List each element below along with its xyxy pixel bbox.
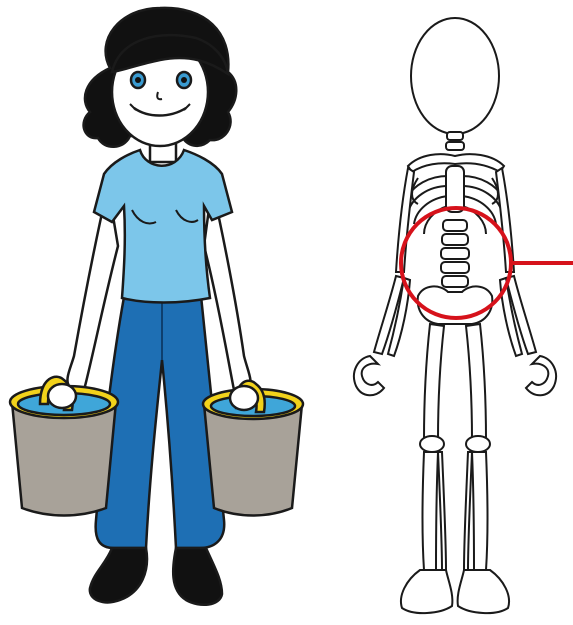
left-shoe <box>90 548 147 602</box>
left-leg-bones <box>401 324 452 613</box>
cervical-spine <box>446 132 464 150</box>
skeleton-figure <box>354 18 556 613</box>
left-hand-bones <box>354 356 384 395</box>
right-foot-bones <box>458 570 509 613</box>
lumbar-spine <box>441 220 469 287</box>
right-hand-bones <box>526 356 556 395</box>
left-foot-bones <box>401 570 452 613</box>
left-hand <box>48 384 76 408</box>
right-shoe <box>173 548 222 605</box>
woman-figure <box>10 8 303 605</box>
skull <box>411 18 499 134</box>
right-arm-bones <box>496 168 556 395</box>
right-leg-bones <box>458 324 509 613</box>
right-hand <box>230 386 258 410</box>
